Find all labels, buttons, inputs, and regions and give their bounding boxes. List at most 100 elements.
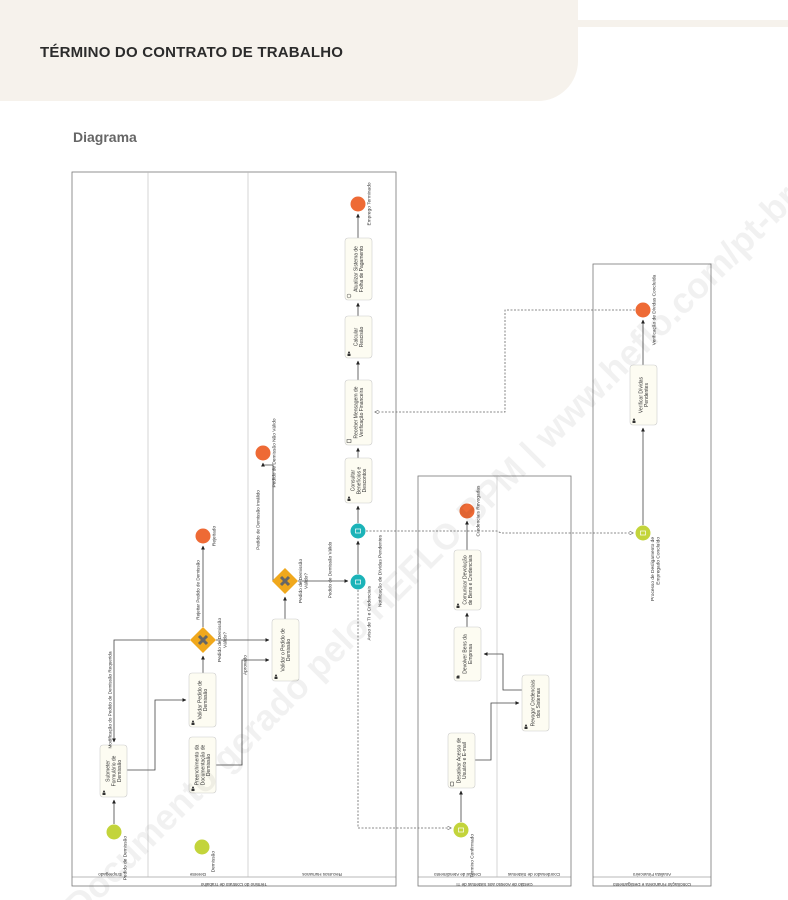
event-label: Rejeitado — [212, 526, 218, 547]
end-event: Pedido de Demissão Não Válido — [255, 418, 278, 488]
event-label: Pedido de DemissãoVálido? — [217, 618, 229, 663]
task-box — [271, 618, 300, 682]
task-box — [453, 549, 482, 611]
pool-p1: Empregado Gerente Recursos HumanosTérmino … — [71, 171, 397, 887]
event-circle — [635, 525, 651, 541]
task-label: Verificar DívidasPendentes — [638, 376, 650, 413]
task: Atualizar Sistema deFolha de Pagamento — [344, 237, 373, 301]
user-body — [347, 498, 351, 501]
lane-label: Empregado — [98, 872, 122, 877]
task-label: Preenchimento daDocumentação deDemissão — [195, 744, 213, 785]
user-body — [191, 722, 195, 725]
start-event: Pedido de Demissão — [106, 824, 129, 880]
lane-label: Central de Atendimento — [433, 872, 481, 877]
x-icon — [197, 634, 209, 646]
sequence-flow — [261, 462, 274, 581]
pool-label: Gestão de Acesso aos Sistemas de TI — [456, 882, 532, 887]
event-label: Demissão — [211, 851, 217, 873]
user-icon — [192, 786, 194, 789]
event-label: Pedido de DemissãoVálido? — [298, 559, 310, 604]
lane-label: Recursos Humanos — [301, 872, 341, 877]
event-circle — [350, 574, 366, 590]
task-label: Comunicar Devoluçãode Bens e Credenciais — [462, 554, 474, 605]
task-label: Desativar Acesso deUsuário e E-mail — [456, 737, 468, 783]
event-label: Aviso de TI e Credenciais — [367, 585, 373, 640]
section-title: Diagrama — [73, 129, 137, 145]
sequence-flow — [112, 639, 190, 743]
lane-label: Coordenador de Sistemas — [507, 872, 560, 877]
user-icon — [192, 720, 194, 723]
event-label: Credenciais Revogadas — [476, 485, 482, 537]
task-label: Validar o Pedido deDemissão — [280, 628, 292, 671]
user-icon — [457, 603, 459, 606]
event-circle — [350, 523, 366, 539]
task-label: Devolver Bens daEmpresa — [462, 634, 474, 674]
user-body — [191, 788, 195, 791]
task-box — [99, 744, 128, 798]
task: Receber Mensagem deVerificação Financeir… — [344, 379, 373, 446]
flow-label: Pedido de Demissão Inválido — [256, 490, 261, 550]
task-box — [188, 736, 217, 794]
pool-label: Conciliação Financeira e Desligamento — [612, 882, 691, 887]
gear-icon — [346, 293, 352, 299]
event-circle — [635, 302, 651, 318]
task-box — [188, 672, 217, 728]
user-body — [274, 676, 278, 679]
sequence-flow — [127, 698, 187, 771]
task: Validar o Pedido deDemissão — [271, 618, 300, 682]
task-label: Atualizar Sistema deFolha de Pagamento — [353, 246, 365, 293]
task-label: Receber Mensagem deVerificação Financeir… — [353, 386, 365, 438]
user-icon — [348, 351, 350, 354]
flow-label: Pedido de Demissão Válido — [328, 541, 333, 598]
task: Desativar Acesso deUsuário e E-mail — [447, 732, 476, 789]
lane-label: Gerente — [189, 872, 206, 877]
message-event: Aviso de TI e Credenciais — [350, 574, 373, 640]
user-body — [102, 792, 106, 795]
envelope-icon — [640, 530, 646, 536]
lane-label: Analista Financeiro — [632, 872, 671, 877]
task: Validar Pedido deDemissão — [188, 672, 217, 728]
pool-label: Término do Contrato de Trabalho — [200, 882, 267, 887]
user-body — [456, 605, 460, 608]
task-label: SubmeterFormulário deDemissão — [106, 755, 124, 786]
task-label: ConsultarBenefícios eDescontos — [351, 467, 369, 495]
start-event: Término Confirmado — [453, 822, 476, 878]
event-label: Processo de Desligamento deEmpregado Con… — [650, 537, 662, 601]
event-label: Verificação de Dívidas Concluída — [652, 274, 658, 345]
header-divider — [578, 20, 788, 27]
task: Revogar Credenciaisdos Sistemas — [521, 674, 550, 732]
task-box — [344, 237, 373, 301]
message-flow — [366, 530, 633, 533]
message-event: Notificação de Dívidas Pendentes — [350, 523, 384, 607]
end-event: Verificação de Dívidas Concluída — [635, 274, 658, 345]
mail-icon — [346, 439, 352, 443]
gateway: Pedido de DemissãoVálido? — [272, 559, 310, 604]
task: Verificar DívidasPendentes — [629, 364, 658, 426]
task-box — [344, 457, 373, 504]
user-icon — [525, 724, 527, 727]
envelope-icon — [355, 528, 361, 534]
task-label: Validar Pedido deDemissão — [197, 680, 209, 719]
event-label: Término Confirmado — [470, 834, 476, 878]
message-flow — [357, 590, 451, 828]
task-box — [629, 364, 658, 426]
event-label: Notificação de Dívidas Pendentes — [378, 534, 384, 607]
task-box — [453, 626, 482, 682]
task: SubmeterFormulário deDemissão — [99, 744, 128, 798]
task-box — [344, 315, 373, 359]
hand-icon — [456, 675, 460, 679]
end-event: Rejeitado — [195, 526, 218, 547]
task-box — [447, 732, 476, 789]
page-title: TÉRMINO DO CONTRATO DE TRABALHO — [40, 44, 344, 61]
gateway: Pedido de DemissãoVálido? — [190, 618, 229, 663]
task: ConsultarBenefícios eDescontos — [344, 457, 373, 504]
envelope-icon — [458, 827, 464, 833]
task: CalcularRescisão — [344, 315, 373, 359]
task: Preenchimento daDocumentação deDemissão — [188, 736, 217, 794]
start-event: Processo de Desligamento deEmpregado Con… — [635, 525, 662, 601]
end-event: Credenciais Revogadas — [459, 485, 482, 537]
event-circle — [255, 445, 271, 461]
event-circle — [195, 528, 211, 544]
task-box — [521, 674, 550, 732]
